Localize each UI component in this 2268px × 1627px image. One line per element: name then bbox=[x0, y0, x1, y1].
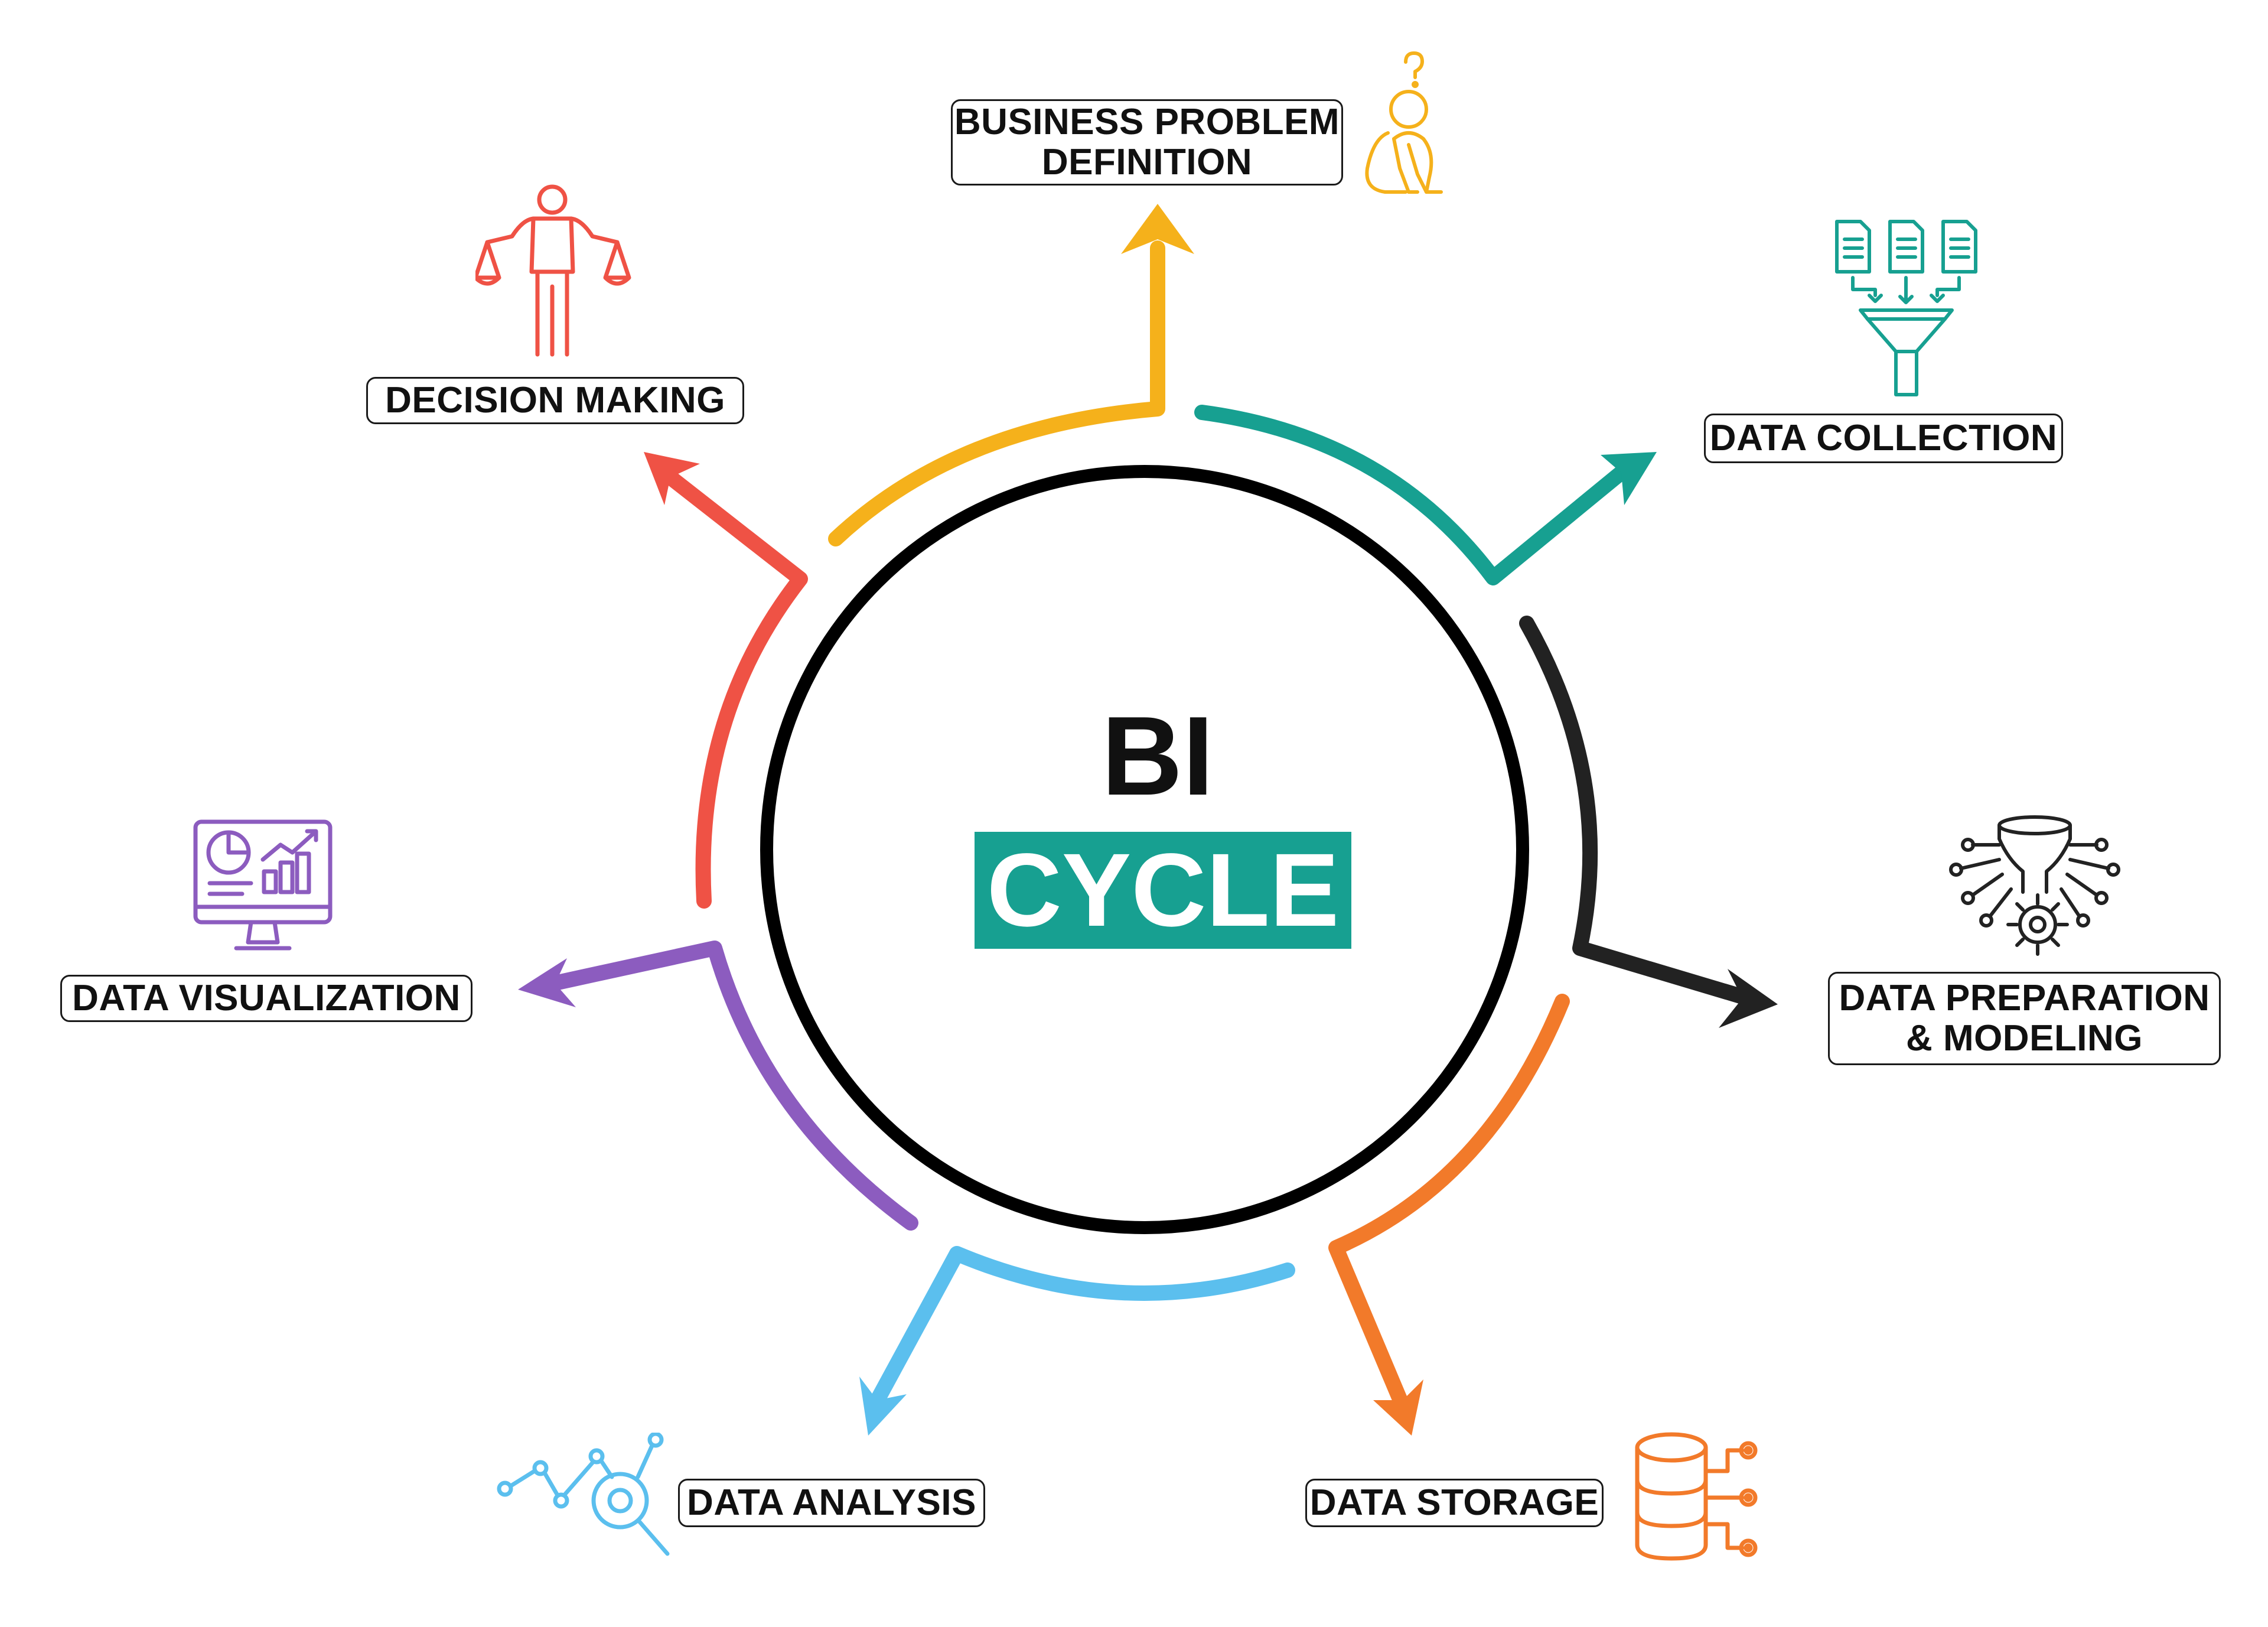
arrowhead-data-analysis bbox=[859, 1377, 907, 1436]
label-decision-making: DECISION MAKING bbox=[366, 377, 744, 424]
arc-decision-making bbox=[663, 470, 808, 909]
label-data-collection: DATA COLLECTION bbox=[1704, 414, 2063, 463]
thinking-person-icon bbox=[1365, 51, 1443, 194]
arc-business-problem bbox=[828, 240, 1165, 546]
label-data-storage: DATA STORAGE bbox=[1305, 1479, 1604, 1527]
label-business-problem: BUSINESS PROBLEM DEFINITION bbox=[951, 99, 1343, 186]
dashboard-monitor-icon bbox=[193, 819, 333, 951]
center-circle bbox=[760, 465, 1529, 1234]
arc-data-storage bbox=[1328, 994, 1570, 1414]
arrowhead-decision-making bbox=[644, 452, 700, 505]
title-cycle-box: CYCLE bbox=[975, 832, 1351, 949]
arrowhead-data-collection bbox=[1601, 452, 1657, 505]
label-line: DATA COLLECTION bbox=[1709, 417, 2058, 458]
arrowhead-data-preparation bbox=[1719, 969, 1778, 1028]
label-data-analysis: DATA ANALYSIS bbox=[678, 1479, 985, 1527]
label-line: DATA STORAGE bbox=[1309, 1482, 1599, 1523]
arc-data-visualization bbox=[545, 941, 918, 1231]
label-data-preparation: DATA PREPARATION & MODELING bbox=[1828, 972, 2221, 1065]
arc-data-preparation bbox=[1519, 616, 1756, 1006]
arc-data-analysis bbox=[866, 1246, 1295, 1414]
arrowhead-data-visualization bbox=[518, 958, 576, 1007]
title-bi: BI bbox=[1102, 694, 1214, 819]
database-network-icon bbox=[1635, 1432, 1758, 1561]
label-line: DEFINITION bbox=[1041, 142, 1253, 183]
label-line: DECISION MAKING bbox=[385, 379, 725, 421]
document-funnel-icon bbox=[1835, 220, 1977, 396]
label-line: BUSINESS PROBLEM bbox=[954, 101, 1340, 142]
label-line: DATA PREPARATION bbox=[1839, 977, 2210, 1018]
title-cycle: CYCLE bbox=[986, 832, 1340, 948]
arrowhead-data-storage bbox=[1373, 1379, 1423, 1436]
line-chart-magnifier-icon bbox=[497, 1433, 670, 1556]
arrowhead-business-problem bbox=[1121, 204, 1194, 254]
label-data-visualization: DATA VISUALIZATION bbox=[60, 975, 472, 1022]
arc-data-collection bbox=[1194, 405, 1629, 585]
label-line: DATA VISUALIZATION bbox=[72, 977, 461, 1018]
person-with-scales-icon bbox=[475, 184, 631, 357]
funnel-gear-network-icon bbox=[1949, 815, 2120, 956]
label-line: DATA ANALYSIS bbox=[687, 1482, 976, 1523]
label-line: & MODELING bbox=[1905, 1018, 2143, 1059]
